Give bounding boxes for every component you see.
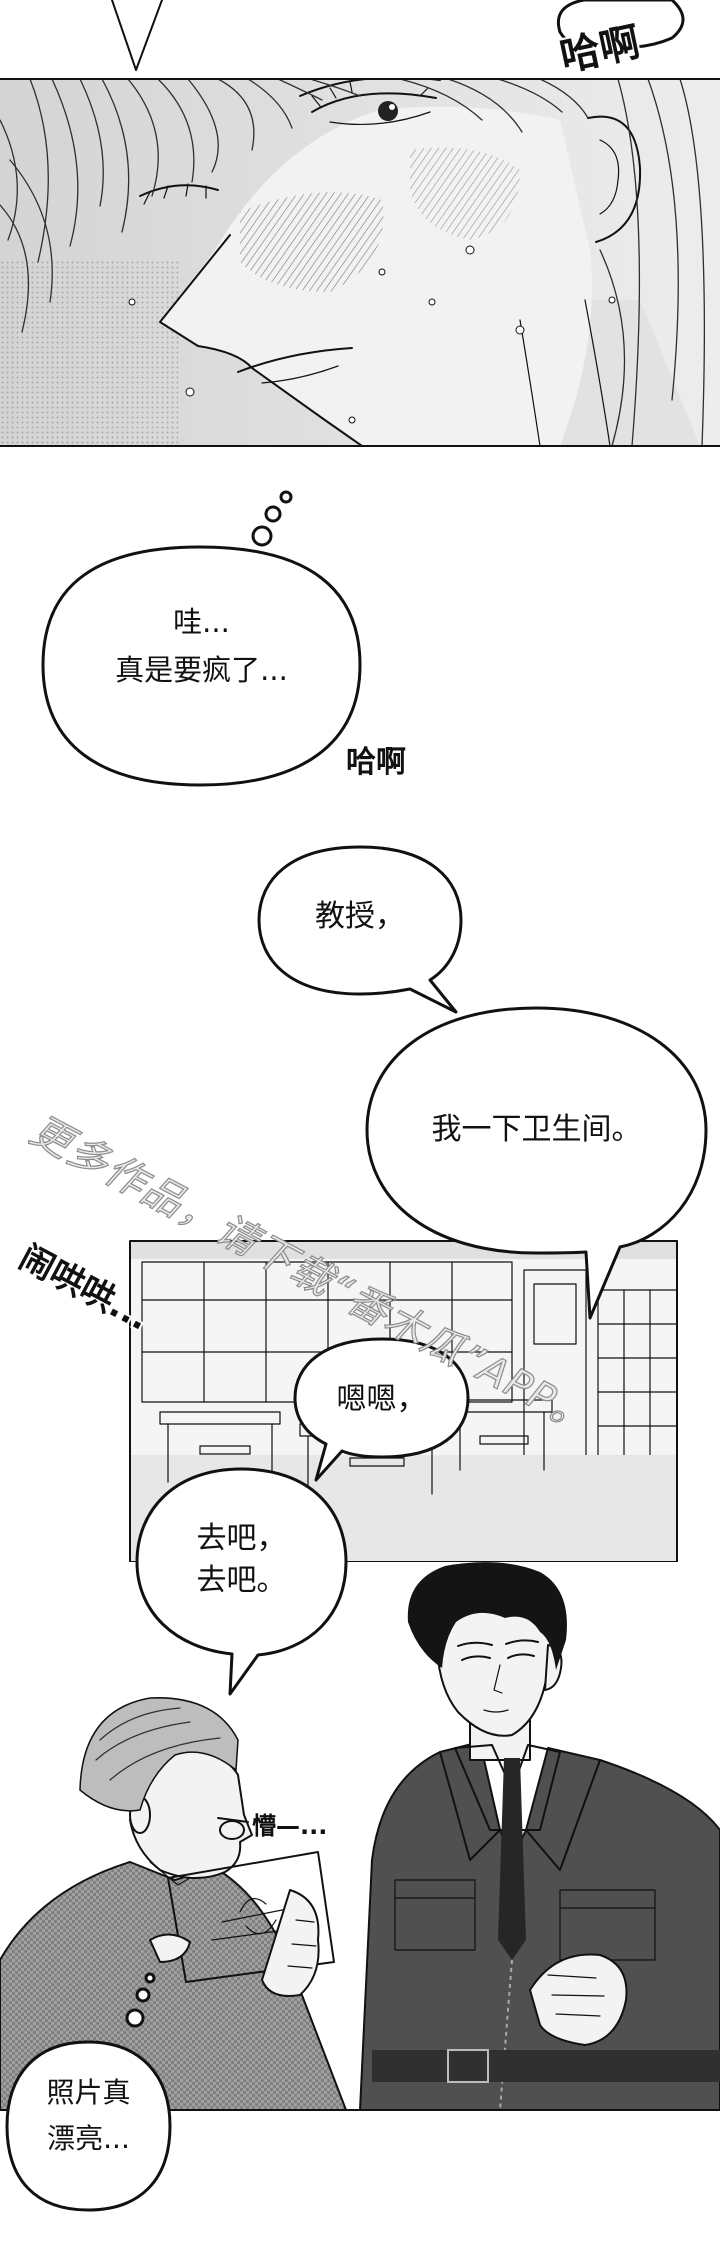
panel-1-face-closeup — [0, 79, 720, 446]
mouth — [237, 347, 353, 373]
hair-strands — [0, 79, 706, 446]
hair — [407, 1562, 567, 1670]
eyes — [461, 1653, 535, 1661]
hand — [529, 1953, 628, 2046]
fingers — [547, 1974, 605, 2017]
thought-bubble-photo — [5, 1972, 172, 2212]
eye-highlight — [389, 104, 395, 110]
speech-bubble-agree — [293, 1337, 470, 1482]
lapels — [439, 1751, 601, 1871]
closed-eye-lashes — [143, 183, 207, 205]
eyebrows — [457, 1639, 539, 1647]
eyelashes — [311, 81, 429, 107]
speech-bubble-restroom — [365, 1006, 708, 1320]
speech-text-go: 去吧， 去吧。 — [137, 1518, 346, 1602]
blush-hatch — [410, 147, 520, 240]
speech-line: 去吧。 — [196, 1563, 287, 1598]
hand — [261, 1889, 320, 1997]
man-in-jacket — [359, 1562, 720, 2110]
mouth — [483, 1709, 509, 1713]
ear-inner — [599, 139, 620, 215]
sfx-dazed: 懵—... — [252, 1812, 328, 1840]
speech-bubble-go — [135, 1467, 348, 1696]
thought-line: 真是要疯了... — [115, 653, 288, 687]
nose — [493, 1664, 503, 1694]
thought-text-photo: 照片真 漂亮... — [7, 2070, 170, 2162]
top-cloud-bubble — [557, 0, 685, 49]
iris — [378, 101, 398, 121]
speech-text-restroom: 我一下卫生间。 — [431, 1112, 642, 1147]
belt — [372, 2050, 720, 2082]
shirt-collar — [454, 1744, 561, 1831]
thought-text-crazy: 哇... 真是要疯了... — [43, 598, 360, 694]
sfx-panting: 哈啊 — [346, 745, 406, 780]
thought-line: 漂亮... — [47, 2122, 130, 2155]
face — [435, 1604, 553, 1737]
belt-buckle — [447, 2049, 489, 2083]
sweat-drops — [128, 245, 616, 424]
photo-doodle — [211, 1897, 301, 1941]
fingers — [287, 1919, 317, 1969]
thought-bubble-crazy — [41, 490, 362, 787]
hair-strands — [95, 1707, 221, 1781]
glasses-lens — [219, 1820, 245, 1840]
glasses — [217, 1817, 249, 1823]
speech-text-professor: 教授， — [315, 899, 405, 934]
screentone — [0, 260, 180, 446]
speech-line: 去吧， — [196, 1521, 287, 1556]
eyelid — [311, 92, 437, 113]
tie — [498, 1758, 526, 1960]
thought-line: 照片真 — [46, 2076, 131, 2109]
speech-text-agree: 嗯嗯， — [336, 1382, 427, 1417]
thought-line: 哇... — [173, 605, 230, 639]
lower-eyelid — [329, 111, 431, 126]
panel-1-border — [0, 78, 720, 447]
panel-3-characters — [0, 1562, 720, 2110]
speech-bubble-professor — [257, 845, 463, 1014]
thumb — [149, 1933, 191, 1963]
lower-lip — [261, 365, 339, 384]
ear — [587, 115, 642, 243]
blush-hatch — [240, 192, 384, 292]
closed-eye — [139, 184, 219, 197]
top-strip-lines — [111, 0, 163, 71]
zipper — [499, 1959, 513, 2110]
chest-pocket-left — [394, 1879, 476, 1951]
